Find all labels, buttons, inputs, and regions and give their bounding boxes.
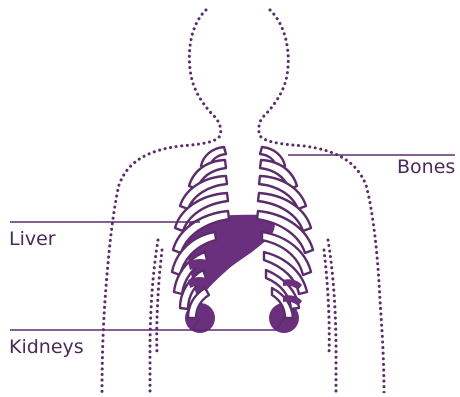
left-arm-inner-2 [157, 250, 162, 355]
bones-label: Bones [397, 156, 455, 178]
kidneys-label: Kidneys [9, 336, 84, 358]
right-arm-inner-2 [324, 250, 329, 355]
liver-label: Liver [9, 228, 56, 250]
body-outline [102, 10, 384, 393]
